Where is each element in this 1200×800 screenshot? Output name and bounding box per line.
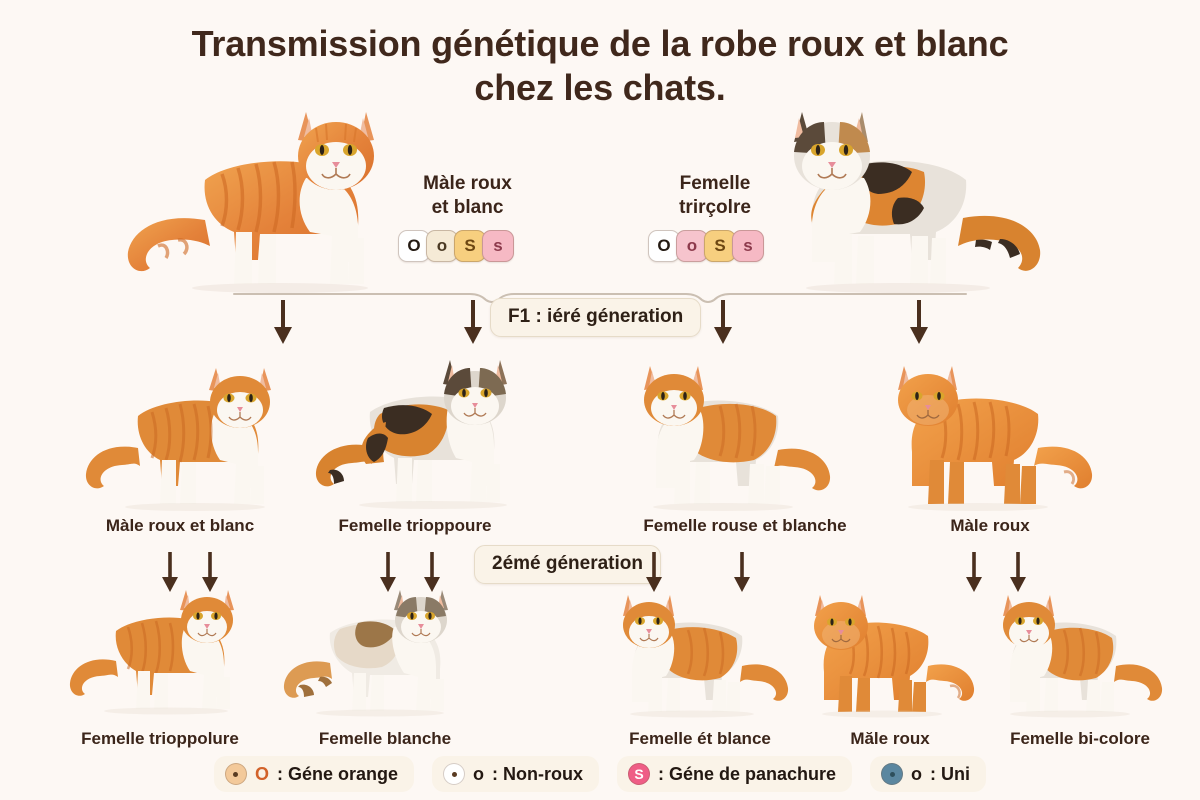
gene-badge-S[interactable]: S (704, 230, 736, 262)
arrow-to-f2-child-8 (1008, 552, 1028, 594)
father-label: Màle roux et blanc (395, 172, 540, 221)
gene-badge-s[interactable]: s (482, 230, 514, 262)
legend-text-uni: : Uni (930, 763, 971, 784)
f1-caption-4: Màle roux (950, 516, 1030, 535)
gene-badge-o[interactable]: o (676, 230, 708, 262)
arrow-to-f1-child-1 (272, 300, 294, 346)
mother-label: Femelle trirçolre (640, 172, 790, 221)
orange-gene-dot-icon (224, 763, 247, 785)
legend-item-gene-orange[interactable]: O : Géne orange (213, 756, 414, 792)
arrow-to-f2-child-5 (644, 552, 664, 594)
f1-caption-2: Femelle trioppoure (338, 516, 492, 535)
f2-cat-2 (270, 585, 470, 717)
panachure-gene-badge-icon: S (627, 763, 650, 785)
f2-cat-1 (58, 585, 253, 715)
f1-cat-4 (880, 360, 1100, 512)
f2-caption-4: Măle roux (850, 729, 930, 748)
legend-item-uni[interactable]: o : Uni (870, 756, 987, 792)
non-roux-gene-dot-icon (443, 763, 465, 785)
legend-item-non-roux[interactable]: o : Non-roux (432, 756, 599, 792)
gene-badge-O[interactable]: O (648, 230, 680, 262)
f2-caption-5: Femelle bi-colore (1010, 729, 1150, 748)
father-genotype: O o S s (398, 230, 514, 262)
legend-symbol-O: O (254, 763, 269, 784)
arrow-to-f2-child-6 (732, 552, 752, 594)
f2-cat-5 (988, 590, 1168, 718)
legend-text-panachure: : Géne de panachure (657, 763, 837, 784)
f2-caption-1: Femelle trioppolure (81, 729, 239, 748)
legend-item-panachure[interactable]: S : Géne de panachure (616, 756, 853, 792)
uni-gene-dot-icon (881, 763, 904, 785)
legend-symbol-o: o (473, 763, 484, 784)
gene-badge-o[interactable]: o (426, 230, 458, 262)
arrow-to-f2-child-2 (200, 552, 220, 594)
arrow-to-f2-child-4 (422, 552, 442, 594)
f2-caption-3: Femelle ét blance (629, 729, 771, 748)
legend-text-gene-orange: : Géne orange (276, 763, 398, 784)
arrow-to-f2-child-3 (378, 552, 398, 594)
f2-cat-3 (608, 590, 798, 718)
legend-text-non-roux: : Non-roux (492, 763, 583, 784)
arrow-to-f1-child-2 (462, 300, 484, 346)
parent-cat-father (110, 100, 410, 295)
gene-badge-S[interactable]: S (454, 230, 486, 262)
title-line-1: Transmission génétique de la robe roux e… (191, 23, 1009, 64)
arrow-to-f2-child-1 (160, 552, 180, 594)
f1-cat-1 (70, 362, 290, 512)
f1-caption-1: Màle roux et blanc (105, 516, 255, 535)
mother-label-line1: Femelle (679, 173, 751, 194)
page-title: Transmission génétique de la robe roux e… (0, 22, 1200, 110)
mother-genotype: O o S s (648, 230, 764, 262)
generation-banner-f2: 2émé géneration (474, 545, 661, 584)
father-label-line2: et blanc (431, 197, 504, 219)
title-line-2: chez les chats. (474, 66, 726, 108)
gene-badge-s[interactable]: s (732, 230, 764, 262)
arrow-to-f2-child-7 (964, 552, 984, 594)
legend: O : Géne orange o : Non-roux S : Géne de… (0, 756, 1200, 792)
generation-banner-f1: F1 : iéré géneration (490, 298, 702, 337)
arrow-to-f1-child-4 (908, 300, 930, 346)
f1-cat-3 (628, 360, 843, 512)
parent-pairing-line (230, 282, 970, 308)
f1-cat-2 (298, 354, 528, 512)
f2-cat-4 (800, 592, 980, 718)
parent-cat-mother (748, 100, 1058, 295)
f2-caption-2: Femelle blanche (318, 729, 452, 748)
arrow-to-f1-child-3 (712, 300, 734, 346)
legend-symbol-uni: o (911, 763, 923, 784)
mother-label-line2: trirçolre (679, 197, 751, 219)
f1-caption-3: Femelle rouse et blanche (643, 516, 847, 535)
father-label-line1: Màle roux (423, 173, 512, 194)
